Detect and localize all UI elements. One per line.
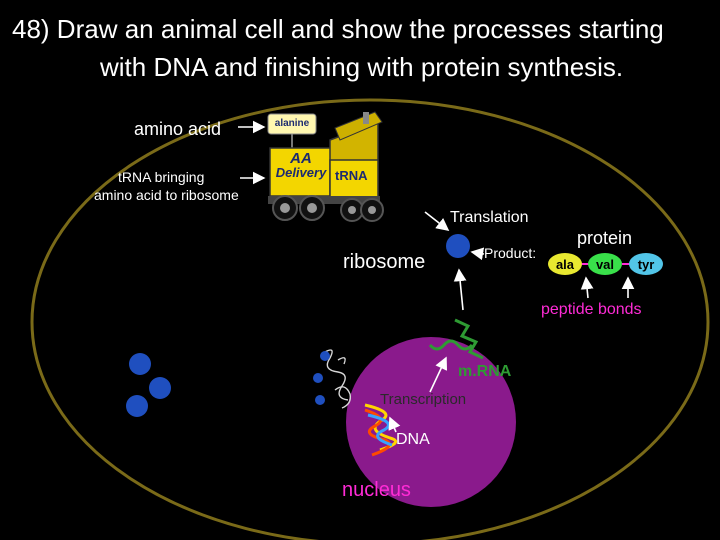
label-dna: DNA: [396, 432, 430, 448]
label-transcription: Transcription: [380, 392, 466, 407]
label-product: Product:: [484, 246, 536, 260]
truck-side-label: tRNA: [335, 168, 368, 183]
label-trna-bringing-2: amino acid to ribosome: [94, 188, 239, 202]
amino-acid-val-label: val: [588, 257, 622, 272]
translation-ribosome: [446, 234, 470, 258]
label-amino-acid: amino acid: [134, 120, 221, 138]
arrow-peptide-bond-1: [586, 278, 588, 298]
free-ribosome: [149, 377, 171, 399]
amino-acid-tyr-label: tyr: [629, 257, 663, 272]
amino-acid-ala-label: ala: [548, 257, 582, 272]
arrow-truck-to-ribosome: [425, 212, 448, 230]
truck-cab-line-2: Delivery: [266, 166, 336, 179]
label-nucleus: nucleus: [342, 480, 411, 500]
free-ribosome: [126, 395, 148, 417]
truck-cab-line-1: AA: [270, 151, 332, 166]
label-trna-bringing-1: tRNA bringing: [118, 170, 204, 184]
nuclear-pore-dots: [313, 351, 330, 405]
label-peptide-bonds: peptide bonds: [541, 302, 642, 318]
arrow-product: [472, 252, 484, 254]
title-line-2: with DNA and finishing with protein synt…: [100, 54, 623, 80]
free-ribosome: [129, 353, 151, 375]
title-line-1: 48) Draw an animal cell and show the pro…: [12, 16, 664, 42]
arrow-to-ribosome: [459, 270, 463, 310]
label-protein: protein: [577, 229, 632, 247]
label-mrna: m.RNA: [458, 364, 511, 380]
label-ribosome: ribosome: [343, 252, 425, 272]
label-translation: Translation: [450, 210, 529, 226]
truck-sign-label: alanine: [268, 118, 316, 129]
